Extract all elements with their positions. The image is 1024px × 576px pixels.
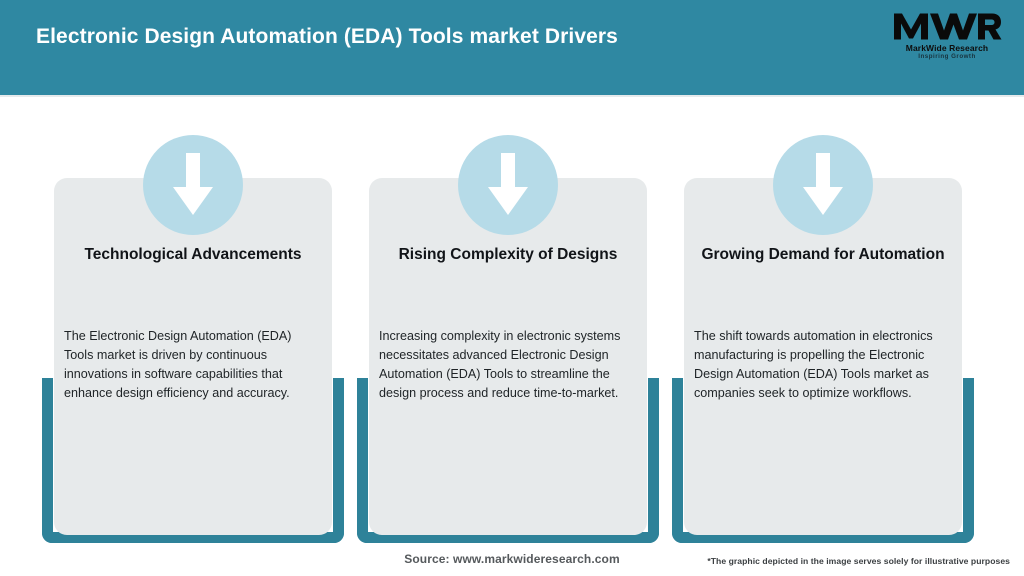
card-title: Growing Demand for Automation [701,246,945,263]
card-panel [684,178,962,535]
card-body-text: Increasing complexity in electronic syst… [379,329,621,400]
card-accent-frame [357,378,659,543]
card-accent-frame [672,378,974,543]
disclaimer-note: *The graphic depicted in the image serve… [707,556,1010,566]
drivers-card-group: Technological Advancements The Electroni… [0,95,1024,545]
card-panel [54,178,332,535]
card-body-text: The shift towards automation in electron… [694,329,933,400]
logo-company-name: MarkWide Research [905,43,989,53]
down-arrow-icon [458,135,558,235]
down-arrow-icon [143,135,243,235]
card-title: Rising Complexity of Designs [398,246,618,263]
page-header: Electronic Design Automation (EDA) Tools… [0,0,1024,95]
down-arrow-icon [773,135,873,235]
driver-card-1[interactable]: Technological Advancements The Electroni… [36,95,350,545]
markwide-research-logo: MarkWide Research Inspiring Growth [888,10,1006,66]
logo-tagline: Inspiring Growth [918,53,976,60]
card-panel [369,178,647,535]
mwr-logo-icon [894,13,1002,40]
driver-card-2[interactable]: Rising Complexity of Designs Increasing … [351,95,665,545]
driver-card-3[interactable]: Growing Demand for Automation The shift … [666,95,980,545]
header-divider [0,95,1024,97]
card-accent-frame [42,378,344,543]
card-body-text: The Electronic Design Automation (EDA) T… [64,329,292,400]
page-title: Electronic Design Automation (EDA) Tools… [36,25,618,48]
source-attribution: Source: www.markwideresearch.com [404,552,620,566]
card-title: Technological Advancements [84,246,302,263]
